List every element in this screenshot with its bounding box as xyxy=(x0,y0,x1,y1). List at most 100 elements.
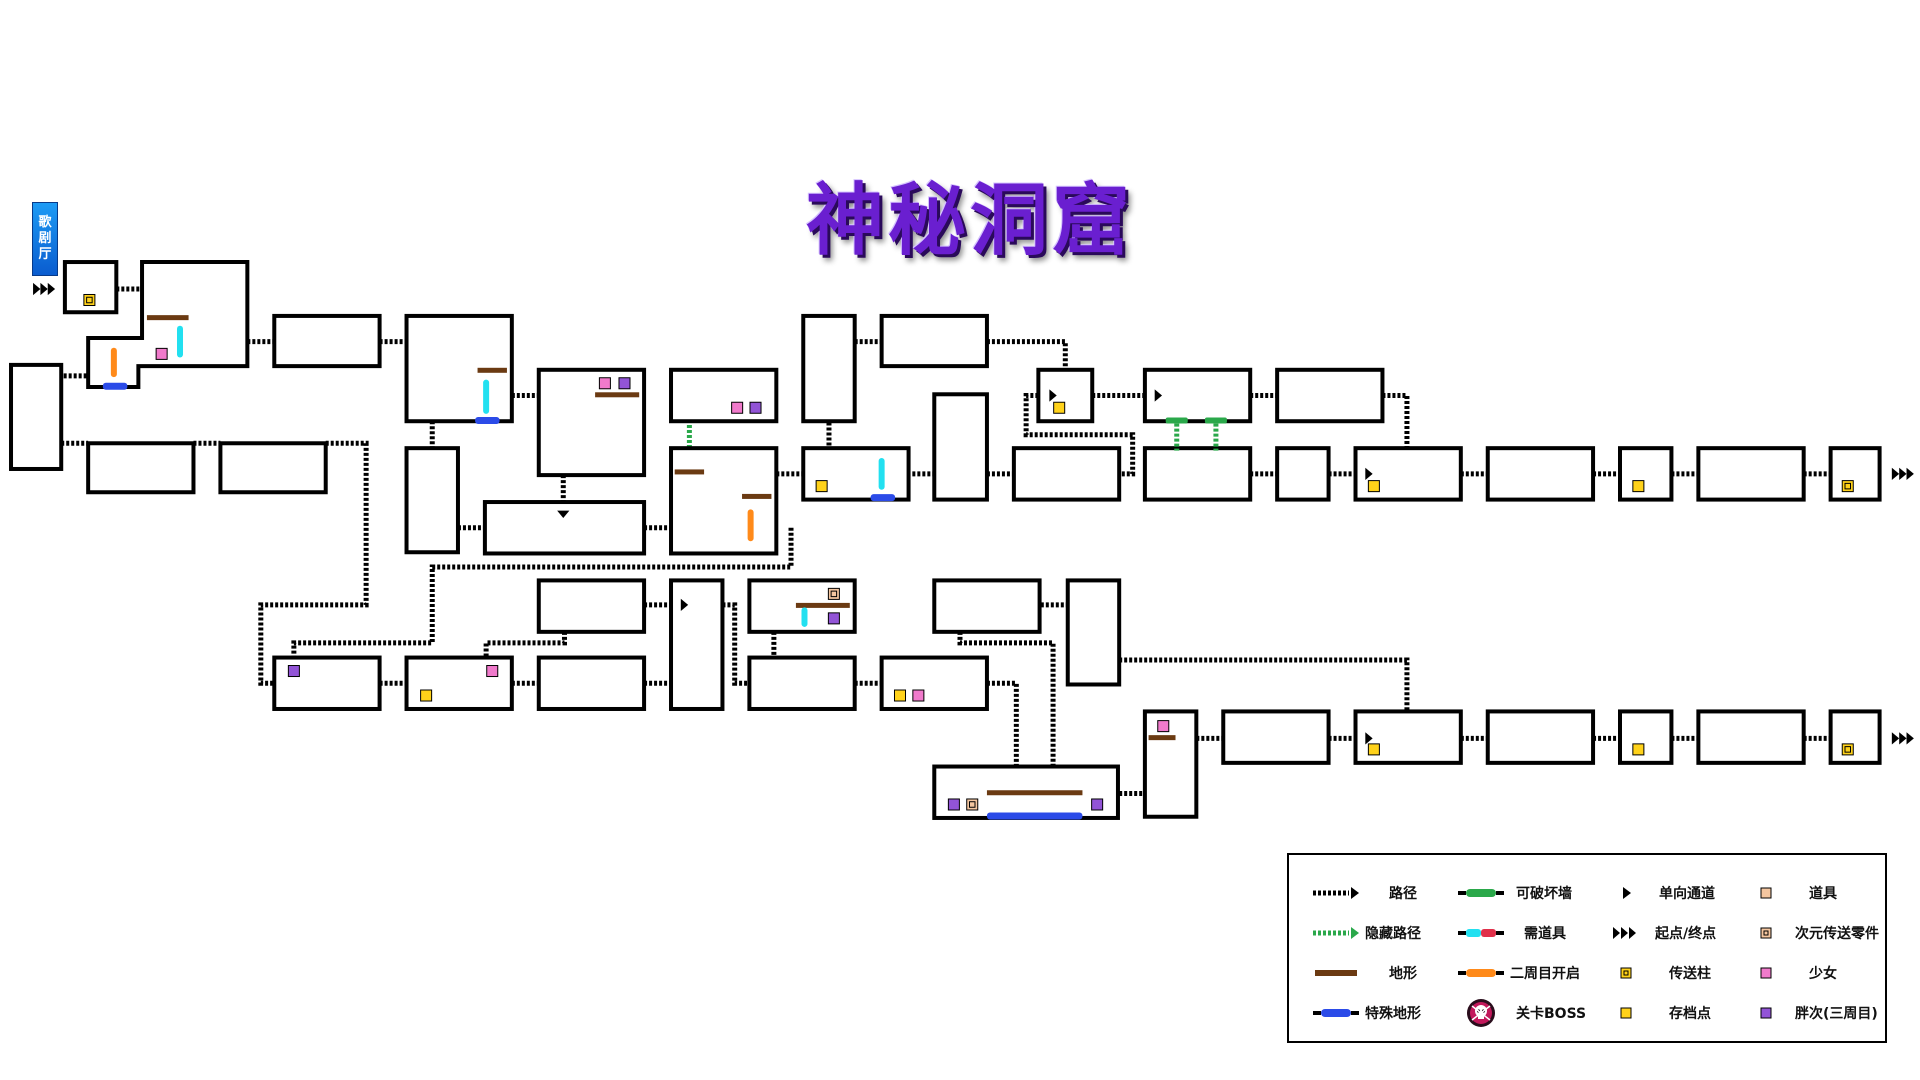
teleport-pillar-icon xyxy=(1841,743,1854,756)
opera-hall-entrance-label[interactable]: 歌 剧 厅 xyxy=(32,202,58,276)
legend-label: 特殊地形 xyxy=(1365,1006,1421,1022)
girl-icon xyxy=(598,377,611,390)
legend-label: 次元传送零件 xyxy=(1795,926,1879,942)
start-end-triple-arrow-icon xyxy=(1613,927,1636,939)
legend-label: 存档点 xyxy=(1669,1006,1711,1022)
map-path xyxy=(986,680,1019,767)
terrain-bar xyxy=(1148,735,1176,741)
map-room xyxy=(272,313,382,369)
map-room xyxy=(1036,367,1095,424)
legend-label: 关卡BOSS xyxy=(1516,1006,1587,1022)
map-room xyxy=(1618,709,1674,765)
map-room xyxy=(1696,709,1806,765)
fatty-icon xyxy=(749,401,762,414)
fatty-icon xyxy=(1760,1007,1772,1019)
fatty-icon xyxy=(618,377,631,390)
hidden-path-arrow-icon xyxy=(1313,927,1359,939)
map-room xyxy=(404,446,460,555)
terrain-bar xyxy=(674,469,705,475)
second-cycle-icon xyxy=(1458,969,1504,977)
map-room xyxy=(747,655,857,711)
teleport-pillar-icon xyxy=(1844,482,1852,490)
map-room xyxy=(1142,367,1253,424)
map-room xyxy=(1618,446,1674,502)
special-terrain-bar xyxy=(102,382,128,390)
girl-icon xyxy=(155,347,168,360)
fatty-icon xyxy=(827,612,840,625)
dimension-part-icon xyxy=(1760,927,1772,939)
start-arrow-icon xyxy=(47,282,56,296)
fatty-icon xyxy=(947,798,960,811)
one-way-triangle-icon xyxy=(1049,389,1057,402)
breakable-wall-icon xyxy=(1458,889,1504,897)
needs-item-icon xyxy=(1458,929,1504,937)
map-room xyxy=(9,362,64,471)
save-point-icon xyxy=(815,480,828,493)
legend-breakable-wall: 可破坏墙 xyxy=(1454,883,1572,903)
start-arrow-icon xyxy=(33,282,41,296)
map-room xyxy=(536,367,647,478)
girl-icon xyxy=(912,689,925,702)
map-room xyxy=(669,446,779,556)
map-room xyxy=(1485,446,1596,502)
map-path xyxy=(1382,393,1410,449)
legend-boss: 关卡BOSS xyxy=(1454,999,1587,1027)
map-room xyxy=(1828,709,1882,765)
map-room xyxy=(1275,367,1385,424)
entrance-char: 歌 xyxy=(38,215,52,230)
map-legend: 路径 隐藏路径 地形 特殊地形 可破坏墙 需道具 二周目开启 关卡BOSS 单向… xyxy=(1287,853,1887,1043)
legend-label: 需道具 xyxy=(1524,926,1566,942)
breakable-wall xyxy=(1204,417,1227,424)
map-path xyxy=(291,527,794,658)
legend-dimension-part: 次元传送零件 xyxy=(1739,923,1879,943)
map-path xyxy=(1119,657,1410,712)
needs-item-wall xyxy=(177,325,183,358)
legend-label: 路径 xyxy=(1389,886,1417,902)
dimension-part-icon xyxy=(966,798,979,811)
map-room xyxy=(1142,709,1199,819)
girl-icon xyxy=(1157,720,1170,733)
legend-label: 地形 xyxy=(1389,966,1417,982)
save-point-icon xyxy=(1053,401,1066,414)
boss-skull-icon xyxy=(1467,999,1495,1027)
save-point-icon xyxy=(1367,480,1380,493)
legend-needs-item: 需道具 xyxy=(1454,923,1566,943)
entrance-char: 剧 xyxy=(38,231,52,246)
special-terrain-bar xyxy=(870,494,896,502)
dimension-part-icon xyxy=(827,587,840,600)
map-room xyxy=(932,392,989,502)
start-arrow-icon xyxy=(40,282,48,296)
save-point-icon xyxy=(893,689,907,702)
needs-item-wall xyxy=(483,379,490,414)
legend-label: 单向通道 xyxy=(1659,886,1715,902)
girl-icon xyxy=(486,665,499,678)
legend-teleport-pillar: 传送柱 xyxy=(1599,963,1711,983)
needs-item-wall xyxy=(878,457,885,490)
map-room xyxy=(801,313,857,424)
map-room xyxy=(1065,578,1122,687)
dimension-part-icon xyxy=(968,801,976,808)
fatty-icon xyxy=(1091,798,1104,811)
legend-label: 胖次(三周目) xyxy=(1795,1006,1878,1022)
save-point-icon xyxy=(420,689,433,702)
terrain-bar xyxy=(986,790,1083,796)
map-path xyxy=(483,631,567,658)
map-room xyxy=(86,441,196,495)
girl-icon xyxy=(731,401,744,414)
end-arrow-icon xyxy=(1899,467,1907,480)
map-room xyxy=(1011,446,1122,502)
second-cycle-wall xyxy=(110,347,117,378)
legend-path: 路径 xyxy=(1309,883,1417,903)
teleport-pillar-icon xyxy=(1844,746,1852,753)
entrance-char: 厅 xyxy=(38,247,52,262)
legend-label: 起点/终点 xyxy=(1655,926,1717,942)
teleport-pillar-icon xyxy=(1841,480,1854,493)
second-cycle-wall xyxy=(747,509,754,542)
special-terrain-bar xyxy=(986,812,1083,820)
legend-one-way: 单向通道 xyxy=(1599,883,1715,903)
terrain-bar xyxy=(742,493,772,499)
one-way-triangle-icon xyxy=(1365,467,1373,480)
terrain-bar xyxy=(795,602,850,608)
end-arrow-icon xyxy=(1906,732,1914,745)
